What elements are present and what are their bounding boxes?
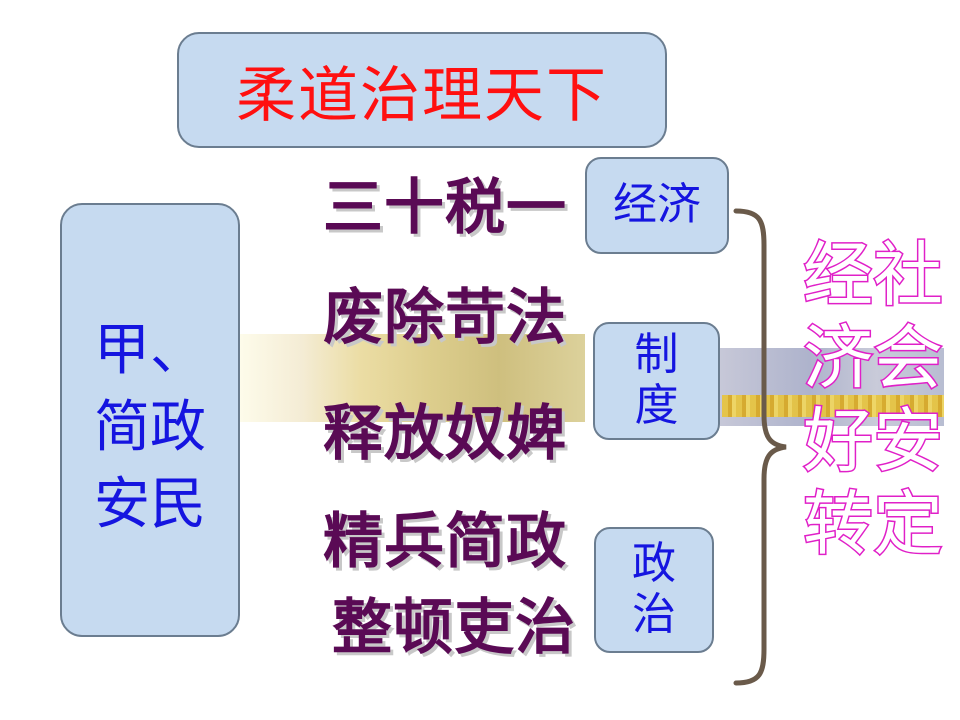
theme-line-1: 甲、	[94, 318, 206, 383]
result-society-char-4: 定	[872, 483, 945, 565]
result-society-char-2: 会	[872, 317, 945, 399]
result-economy-char-4: 转	[802, 483, 875, 565]
category-economy-label: 经济	[613, 179, 701, 231]
right-brace-icon	[733, 208, 787, 686]
category-institution-label-1: 制	[634, 329, 679, 381]
policy-item-3: 释放奴婢	[323, 399, 567, 469]
result-economy-char-1: 经	[802, 234, 875, 316]
result-economy-char-2: 济	[802, 317, 875, 399]
result-society-char-1: 社	[872, 234, 945, 316]
theme-line-3: 安民	[94, 472, 206, 537]
result-economy-char-3: 好	[802, 400, 875, 482]
category-politics-label-1: 政	[632, 538, 676, 590]
decorative-grain-band	[722, 395, 944, 417]
category-institution-label-2: 度	[634, 380, 679, 431]
policy-item-4: 精兵简政	[323, 507, 567, 577]
page-title: 柔道治理天下	[236, 60, 608, 131]
category-economy-box: 经济	[585, 157, 729, 254]
theme-box: 甲、 简政 安民	[60, 203, 240, 637]
category-politics-label-2: 治	[632, 589, 676, 640]
title-box: 柔道治理天下	[177, 32, 667, 148]
theme-line-2: 简政	[94, 395, 206, 460]
policy-item-5: 整顿吏治	[332, 593, 576, 663]
result-society-column: 社 会 安 定	[868, 234, 948, 572]
policy-item-1: 三十税一	[323, 173, 567, 243]
policy-item-2: 废除苛法	[323, 283, 567, 353]
result-society-char-3: 安	[872, 400, 945, 482]
category-politics-box: 政 治	[594, 527, 714, 653]
result-economy-column: 经 济 好 转	[798, 234, 878, 572]
decorative-photo-band-left	[240, 334, 585, 422]
category-institution-box: 制 度	[593, 322, 720, 440]
